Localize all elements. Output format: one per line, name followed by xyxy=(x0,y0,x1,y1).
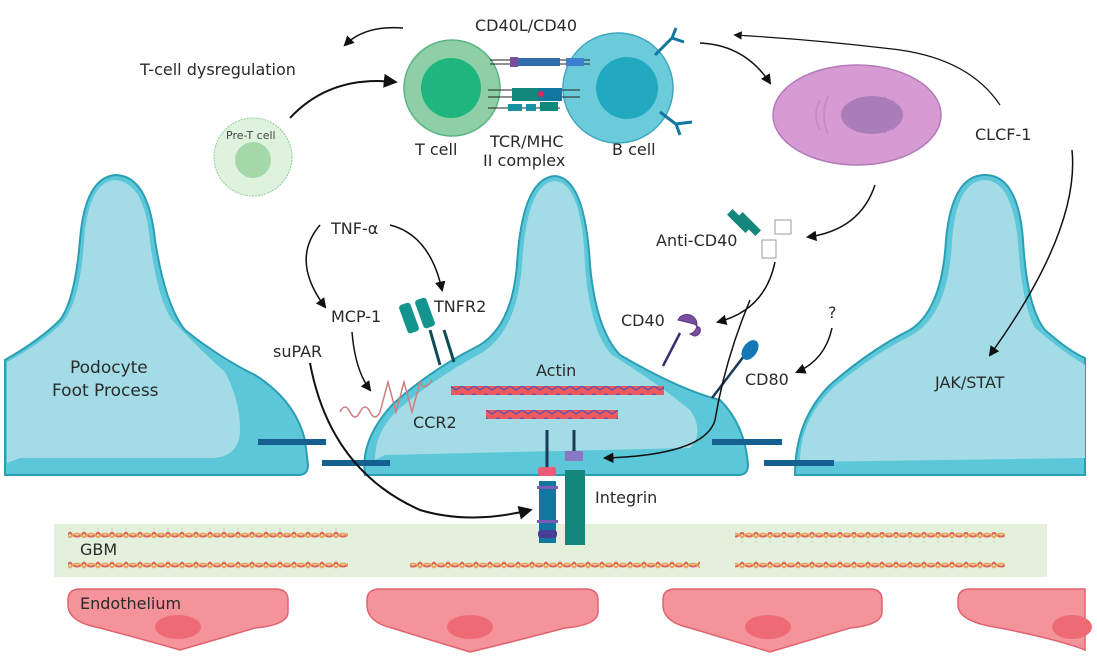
arrow-mcp1-to-ccr2 xyxy=(351,331,372,392)
mcp1-label: MCP-1 xyxy=(331,307,381,326)
tcr-mhc-complex xyxy=(488,88,580,111)
endothelial-nucleus xyxy=(447,615,493,639)
collagen-fibril xyxy=(68,528,348,538)
b-cell-label: B cell xyxy=(612,140,656,159)
tnfr2-label: TNFR2 xyxy=(433,297,486,316)
question-mark-label: ? xyxy=(828,303,837,322)
podocyte-left xyxy=(4,173,310,476)
arrow-plasma-to-anti-cd40 xyxy=(805,184,876,242)
arrow-supar-to-integrin xyxy=(309,362,533,520)
endothelium-label: Endothelium xyxy=(80,594,181,613)
arrow-tnf-to-tnfr2 xyxy=(389,224,446,293)
arrows xyxy=(289,26,1074,520)
plasma-cell-nucleus xyxy=(841,96,903,134)
junction-bar xyxy=(764,460,834,466)
collagen-fibril xyxy=(410,560,700,570)
b-cell-receptors xyxy=(653,27,693,136)
arrow-cd80-to-integrin xyxy=(602,299,751,463)
actin-filament xyxy=(486,410,618,419)
actin-label: Actin xyxy=(536,361,576,380)
tcr-mhc-label-line2: II complex xyxy=(483,151,565,170)
cd40l-cd40-complex xyxy=(490,57,590,67)
arrow-to-t-cell-dysregulation xyxy=(343,26,404,47)
endothelial-cell xyxy=(957,588,1086,652)
endothelial-nucleus xyxy=(155,615,201,639)
arrow-anti-cd40-to-cd40 xyxy=(715,261,776,326)
gbm-label: GBM xyxy=(80,540,117,559)
clcf1-label: CLCF-1 xyxy=(975,125,1031,144)
collagen-fibril xyxy=(735,532,1005,542)
podocyte-label-line1: Podocyte xyxy=(70,358,148,378)
integrin xyxy=(537,430,585,545)
podocyte-label-line2: Foot Process xyxy=(52,381,159,401)
jak-stat-label: JAK/STAT xyxy=(934,373,1005,392)
endothelium xyxy=(67,588,1092,653)
cd80-label: CD80 xyxy=(745,370,789,389)
actin-filament xyxy=(451,386,664,395)
arrow-b-cell-to-plasma xyxy=(699,42,772,85)
pre-t-cell-label: Pre-T cell xyxy=(226,129,276,142)
collagen-fibril xyxy=(68,560,348,570)
arrow-question-to-cd80 xyxy=(795,327,833,374)
cd40-stalk xyxy=(661,332,682,367)
arrow-tnf-to-mcp1 xyxy=(305,224,327,309)
cd40l-cd40-label: CD40L/CD40 xyxy=(475,16,577,35)
t-cell-dysregulation-label: T-cell dysregulation xyxy=(139,60,296,79)
junction-bar xyxy=(258,439,326,445)
plasma-cell xyxy=(772,64,942,166)
endothelial-nucleus xyxy=(1052,615,1092,639)
arrow-clcf1-to-jak-stat xyxy=(988,149,1074,357)
arrow-clcf1-to-b-cell xyxy=(733,31,1001,106)
supar-label: suPAR xyxy=(273,342,322,361)
anti-cd40-label: Anti-CD40 xyxy=(656,231,737,250)
cd80-stalk xyxy=(711,355,745,399)
t-cell-label: T cell xyxy=(414,140,457,159)
integrin-label: Integrin xyxy=(595,488,657,507)
arrow-pre-t-to-t-cell xyxy=(289,73,398,119)
endothelial-nucleus xyxy=(745,615,791,639)
b-cell-nucleus xyxy=(596,57,658,119)
cd40-receptor xyxy=(677,313,701,337)
tnfr2-receptor xyxy=(399,297,456,366)
tnf-alpha-label: TNF-α xyxy=(330,219,378,238)
t-cell-nucleus xyxy=(421,58,481,118)
pre-t-cell-nucleus xyxy=(235,142,271,178)
collagen-fibril xyxy=(735,560,1005,570)
gbm-fibrils xyxy=(68,528,1005,570)
cd40-label: CD40 xyxy=(621,311,665,330)
ccr2-receptor xyxy=(339,379,433,418)
anti-cd40-antibody xyxy=(726,208,792,259)
tcr-mhc-label-line1: TCR/MHC xyxy=(489,132,564,151)
junction-bar xyxy=(712,439,782,445)
cd80-receptor xyxy=(741,340,759,360)
podocyte-right xyxy=(793,173,1086,476)
ccr2-label: CCR2 xyxy=(413,413,457,432)
